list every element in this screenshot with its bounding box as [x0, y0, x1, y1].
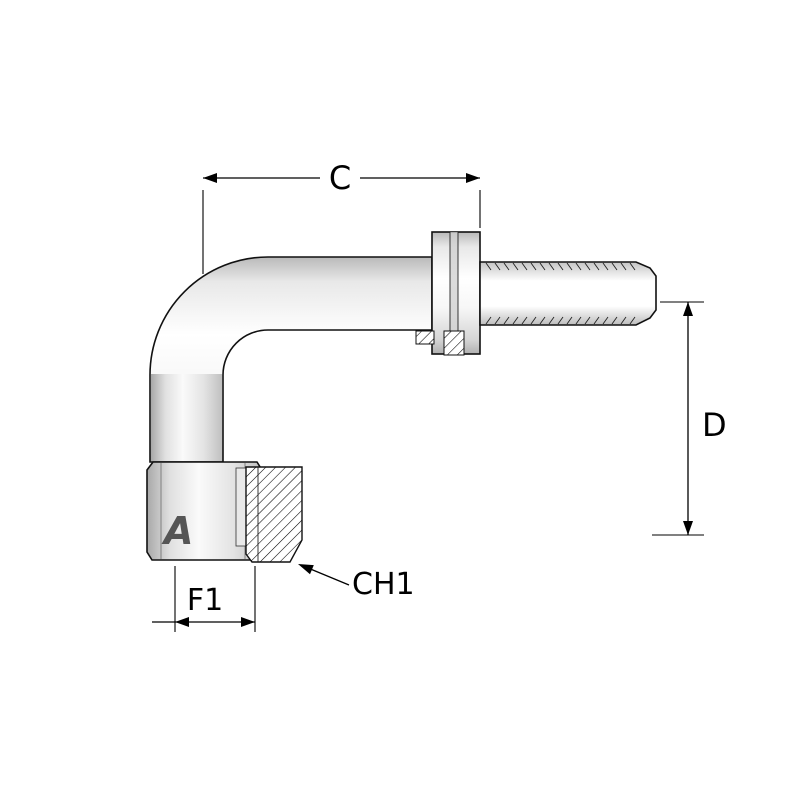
neck-shading	[151, 374, 222, 461]
dimension-c: C	[202, 159, 481, 274]
dimension-d: D	[652, 301, 727, 536]
dimension-d-label: D	[702, 406, 727, 444]
dimension-ch1-label: CH1	[352, 567, 415, 602]
ch1-arrow	[298, 564, 314, 575]
hose-tail-serrations-top	[485, 262, 636, 271]
dim-f1-arrow-left	[175, 617, 189, 627]
seat-insert-outline	[245, 466, 303, 563]
seat-insert-section	[245, 466, 303, 563]
section-tab-1	[415, 330, 435, 345]
collar-section-tabs	[415, 330, 465, 356]
section-tab-2	[443, 330, 465, 356]
ch1-leader-line	[307, 567, 350, 586]
brand-logo: A	[161, 509, 193, 553]
callout-ch1: CH1	[298, 564, 415, 602]
dimension-f1-label: F1	[187, 583, 223, 618]
hose-tail	[479, 261, 657, 326]
dim-d-arrow-top	[683, 302, 693, 316]
dim-c-arrow-right	[466, 173, 480, 183]
hose-tail-outline	[479, 261, 657, 326]
thread-gap	[235, 467, 247, 547]
dim-f1-arrow-right	[241, 617, 255, 627]
dimension-f1: F1	[152, 566, 256, 632]
dimension-c-label: C	[329, 159, 351, 197]
collar-groove	[450, 232, 458, 354]
hose-tail-serrations-bottom	[485, 316, 636, 325]
dim-c-arrow-left	[203, 173, 217, 183]
dim-d-arrow-bottom	[683, 521, 693, 535]
fitting-body-group: A	[146, 231, 657, 563]
